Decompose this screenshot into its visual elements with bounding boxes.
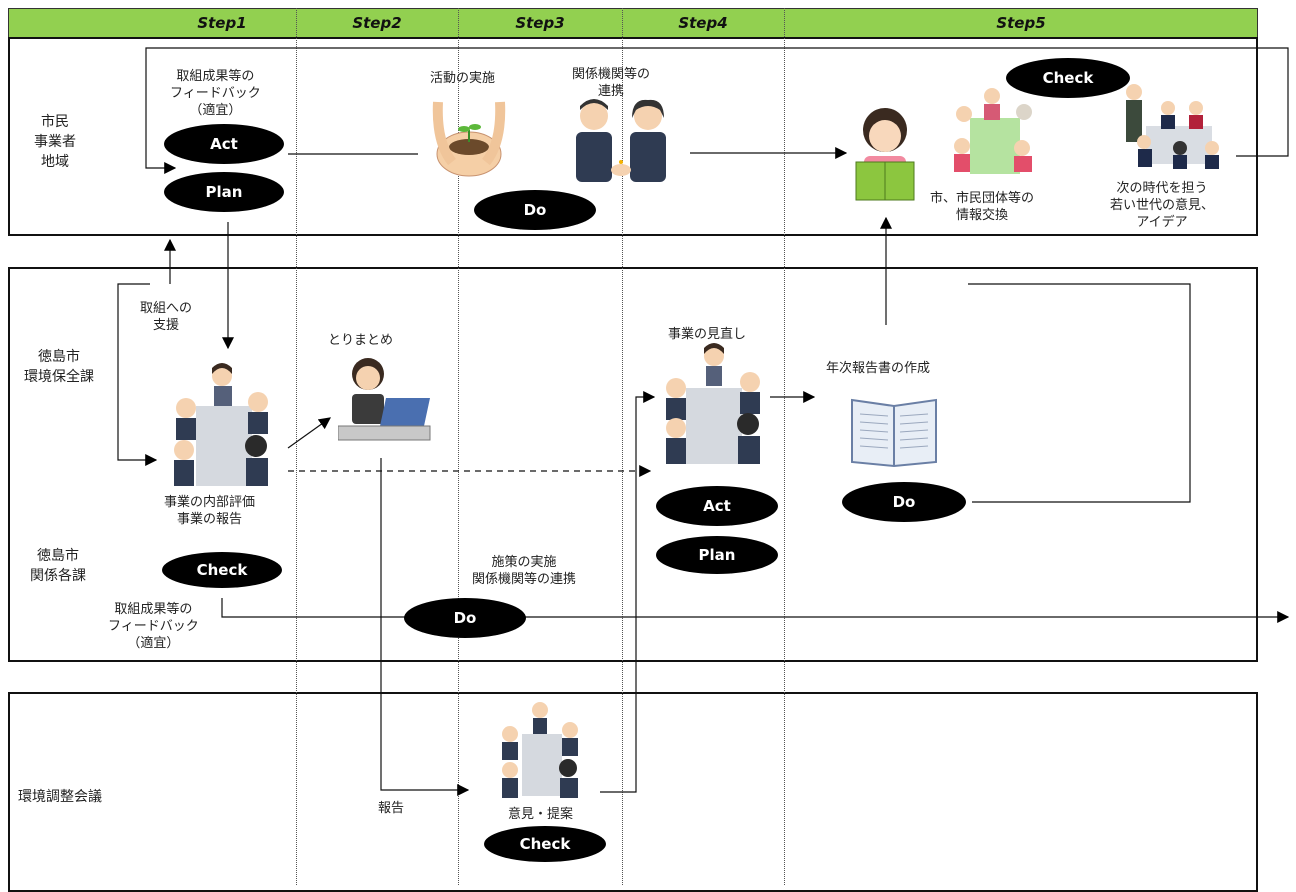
act-pill-step1: Act — [164, 124, 284, 164]
check-pill-top: Check — [1006, 58, 1130, 98]
row-label-council: 環境調整会議 — [18, 789, 102, 805]
council-meeting-icon — [502, 702, 578, 798]
feedback-bottom-label: 取組成果等の フィードバック （適宜） — [108, 602, 199, 651]
review-meeting-icon — [666, 343, 760, 464]
annual-report-label: 年次報告書の作成 — [826, 361, 931, 376]
info-exchange-label: 市、市民団体等の 情報交換 — [930, 191, 1035, 223]
reading-girl-icon — [855, 108, 915, 201]
internal-eval-label: 事業の内部評価 事業の報告 — [164, 495, 256, 527]
laptop-woman-icon — [338, 358, 431, 441]
row-label-related-departments: 徳島市 関係各課 — [30, 548, 86, 584]
support-label: 取組への 支援 — [140, 301, 193, 333]
check-pill-mid: Check — [162, 552, 282, 588]
step-divider — [622, 8, 623, 885]
summary-label: とりまとめ — [328, 333, 394, 348]
step-2-label: Step2 — [352, 14, 402, 32]
step-1-label: Step1 — [197, 14, 247, 32]
step-divider — [458, 8, 459, 885]
activity-label: 活動の実施 — [430, 71, 496, 86]
row-label-environment-division: 徳島市 環境保全課 — [24, 349, 94, 385]
step-divider — [784, 8, 785, 885]
do-pill-mid: Do — [404, 598, 526, 638]
citizen-lane — [8, 37, 1258, 236]
cupped-hands-seedling-icon — [432, 101, 506, 177]
act-pill-step4: Act — [656, 486, 778, 526]
cooperation-label: 関係機関等の 連携 — [572, 67, 651, 99]
youth-meeting-icon — [1126, 84, 1219, 169]
handshake-icon — [576, 99, 666, 182]
check-pill-bottom: Check — [484, 826, 606, 862]
row-label-citizen: 市民 事業者 地域 — [34, 114, 76, 170]
group-meeting-icon — [954, 88, 1032, 174]
step-divider — [296, 8, 297, 885]
plan-pill-step4: Plan — [656, 536, 778, 574]
review-label: 事業の見直し — [668, 327, 747, 342]
plan-pill-step1: Plan — [164, 172, 284, 212]
feedback-top-label: 取組成果等の フィードバック （適宜） — [170, 69, 261, 118]
policy-implementation-label: 施策の実施 関係機関等の連携 — [472, 555, 577, 587]
step-3-label: Step3 — [515, 14, 565, 32]
city-lane — [8, 267, 1258, 662]
do-pill-top: Do — [474, 190, 596, 230]
step-5-label: Step5 — [996, 14, 1046, 32]
do-pill-step5: Do — [842, 482, 966, 522]
office-meeting-icon — [174, 363, 268, 486]
open-book-icon — [851, 398, 937, 468]
step-4-label: Step4 — [678, 14, 728, 32]
report-label: 報告 — [378, 801, 405, 816]
opinion-label: 意見・提案 — [508, 807, 574, 822]
youth-opinion-label: 次の時代を担う 若い世代の意見、 アイデア — [1110, 181, 1215, 230]
